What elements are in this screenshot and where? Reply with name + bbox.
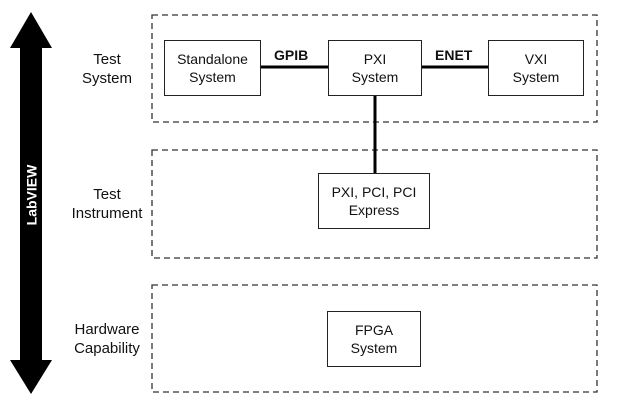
gpib-label: GPIB bbox=[274, 47, 309, 63]
standalone-system-box: Standalone System bbox=[164, 40, 261, 96]
fpga-system-box: FPGA System bbox=[327, 311, 421, 367]
row-label-line: Capability bbox=[74, 340, 140, 357]
box-line: System bbox=[512, 69, 560, 85]
labview-arrow bbox=[10, 12, 52, 394]
row-label-line: Test bbox=[93, 51, 121, 68]
box-line: System bbox=[189, 69, 236, 85]
hardware-capability-region bbox=[151, 284, 598, 393]
box-line: System bbox=[351, 69, 399, 85]
box-line: System bbox=[350, 340, 398, 356]
row-label-line: Instrument bbox=[71, 205, 143, 222]
pxi-pci-express-box: PXI, PCI, PCI Express bbox=[318, 173, 430, 229]
row-label-hardware-capability: Hardware Capability bbox=[62, 320, 152, 358]
box-line: PXI bbox=[363, 51, 387, 67]
box-line: Standalone bbox=[177, 51, 248, 67]
box-line: VXI bbox=[524, 51, 548, 67]
labview-label-container: LabVIEW bbox=[9, 164, 53, 226]
row-label-line: System bbox=[81, 70, 132, 87]
row-label-line: Hardware bbox=[74, 321, 140, 338]
row-label-line: Test bbox=[93, 186, 121, 203]
box-line: FPGA bbox=[354, 322, 394, 338]
box-line: PXI, PCI, PCI bbox=[331, 184, 417, 200]
labview-label: LabVIEW bbox=[23, 164, 40, 226]
row-label-test-instrument: Test Instrument bbox=[62, 185, 152, 223]
pxi-system-box: PXI System bbox=[328, 40, 422, 96]
row-label-test-system: Test System bbox=[62, 50, 152, 88]
vxi-system-box: VXI System bbox=[488, 40, 584, 96]
enet-label: ENET bbox=[435, 47, 473, 63]
box-line: Express bbox=[348, 202, 400, 218]
